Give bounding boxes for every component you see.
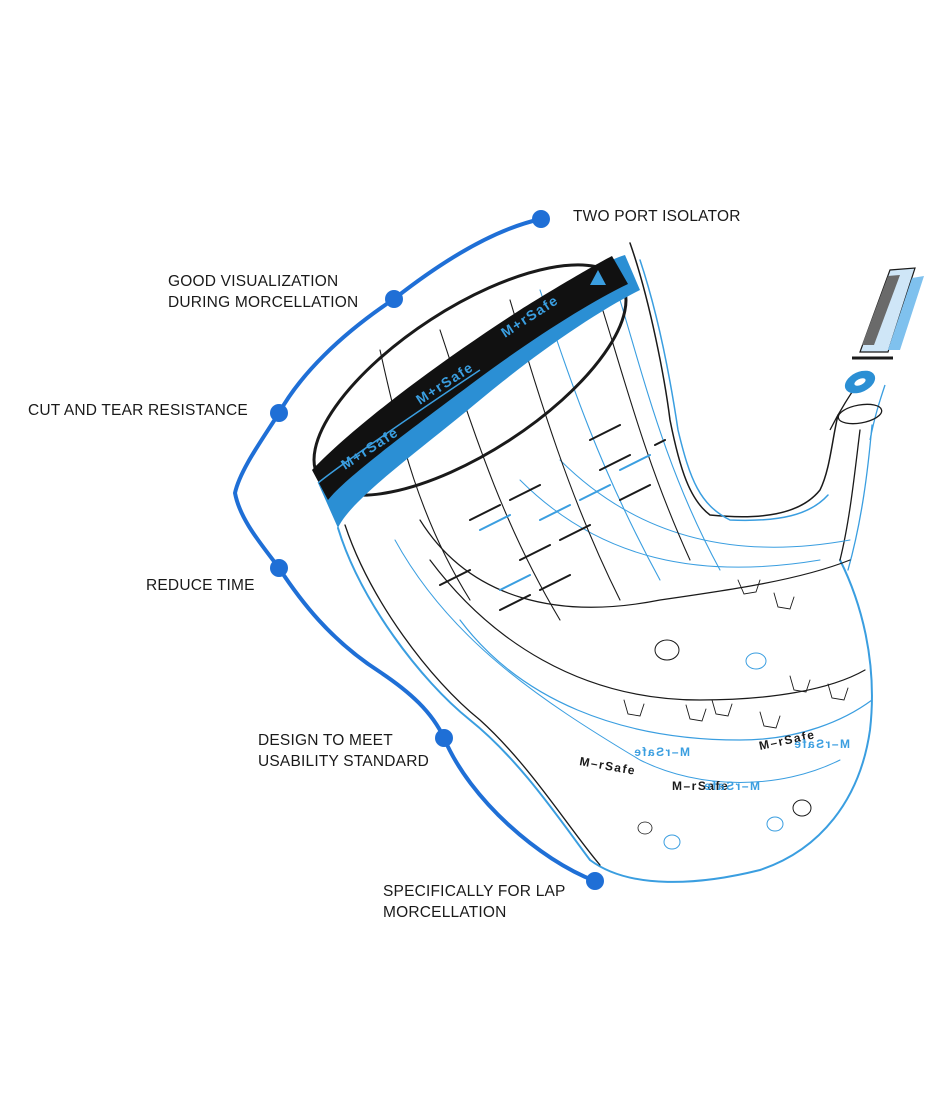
callout-dot-two-port xyxy=(532,210,550,228)
callout-two-port-isolator: TWO PORT ISOLATOR xyxy=(573,206,741,227)
bag-body xyxy=(337,242,873,883)
callout-text: SPECIFICALLY FOR LAP xyxy=(383,883,566,900)
callout-text: USABILITY STANDARD xyxy=(258,753,429,770)
callout-text: TWO PORT ISOLATOR xyxy=(573,208,741,225)
bag-brand-label-mirrored: M–rSafe xyxy=(703,779,760,793)
bag-brand-label: M–rSafe xyxy=(578,754,637,778)
callout-good-visualization: GOOD VISUALIZATION DURING MORCELLATION xyxy=(168,271,358,313)
callout-dot-usability xyxy=(435,729,453,747)
callout-text: MORCELLATION xyxy=(383,904,507,921)
bag-brand-label-mirrored: M–rSafe xyxy=(633,745,690,759)
isolator-rim: M+rSafe M+rSafe M+rSafe xyxy=(312,255,640,528)
callout-text: DURING MORCELLATION xyxy=(168,294,359,311)
rim-arrow-icon xyxy=(590,270,606,285)
callout-text: GOOD VISUALIZATION xyxy=(168,273,339,290)
callout-cut-tear-resistance: CUT AND TEAR RESISTANCE xyxy=(28,400,248,421)
callout-dot-cut-tear xyxy=(270,404,288,422)
callout-usability-standard: DESIGN TO MEET USABILITY STANDARD xyxy=(258,730,429,772)
second-port xyxy=(829,267,924,441)
callout-text: CUT AND TEAR RESISTANCE xyxy=(28,402,248,419)
bag-brand-label-mirrored: M–rSafe xyxy=(793,737,850,751)
callout-reduce-time: REDUCE TIME xyxy=(146,575,255,596)
callout-text: DESIGN TO MEET xyxy=(258,732,393,749)
callout-dot-reduce-time xyxy=(270,559,288,577)
callout-lap-morcellation: SPECIFICALLY FOR LAP MORCELLATION xyxy=(383,881,566,923)
bag-brand-label: M–rSafe xyxy=(672,779,729,793)
callout-text: REDUCE TIME xyxy=(146,577,255,594)
bag-print: M–rSafe M–rSafe M–rSafe M–rSafe M–rSafe … xyxy=(578,727,850,793)
callout-dot-visualization xyxy=(385,290,403,308)
callout-dot-lap-morcellation xyxy=(586,872,604,890)
